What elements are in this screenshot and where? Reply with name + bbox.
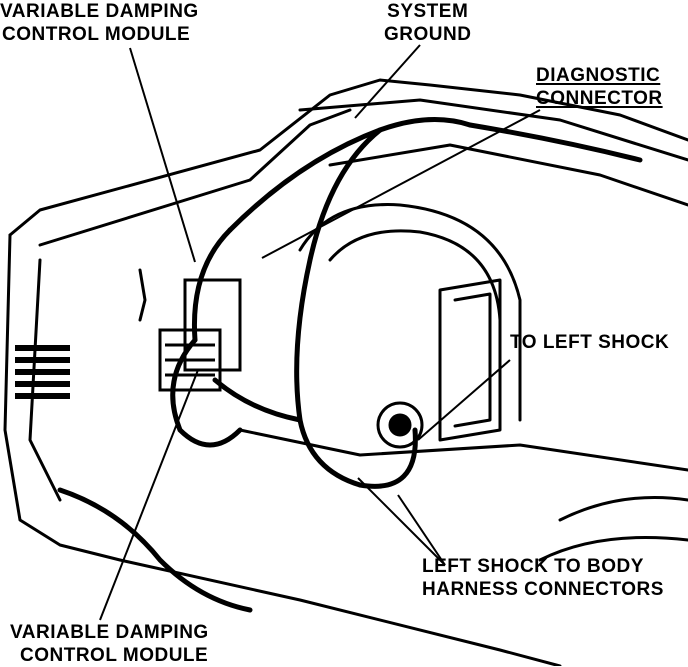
trunk-left-wall	[3, 233, 122, 562]
trunk-floor-edge	[118, 558, 562, 666]
left-shock-mount	[376, 401, 424, 449]
shock-plate-inner	[453, 292, 492, 428]
panel-bracket	[138, 268, 147, 322]
leader-vdcm-top	[129, 47, 196, 263]
leader-to-left-shock	[417, 359, 511, 441]
label-harness-line1: LEFT SHOCK TO BODY	[422, 556, 644, 577]
label-left-shock-harness: LEFT SHOCK TO BODY HARNESS CONNECTORS	[422, 555, 664, 601]
leader-vdcm-bottom	[99, 369, 199, 621]
label-to-left-shock: TO LEFT SHOCK	[510, 332, 670, 353]
trunk-inner-lip	[38, 108, 352, 247]
trunk-opening-outline	[8, 78, 688, 237]
wheelwell-arch	[298, 203, 522, 422]
vent-grille	[15, 345, 70, 399]
label-vdcm-top-line1: VARIABLE DAMPING	[0, 1, 199, 22]
leader-system-ground	[354, 44, 421, 119]
floor-rear-line	[238, 428, 688, 472]
label-harness-line2: HARNESS CONNECTORS	[422, 579, 664, 600]
spare-tire-well-2	[538, 536, 688, 562]
wiring-harness	[57, 117, 643, 613]
shock-plate	[438, 278, 502, 442]
label-diagnostic-line1: DIAGNOSTIC	[536, 65, 661, 86]
side-panel-line	[28, 258, 62, 502]
leader-diagnostic-connector	[261, 109, 541, 259]
label-vdcm-bottom: VARIABLE DAMPING CONTROL MODULE	[10, 621, 209, 667]
label-vdcm-top: VARIABLE DAMPING CONTROL MODULE	[0, 0, 199, 46]
spare-tire-well	[558, 496, 688, 522]
rear-shelf-edge	[298, 98, 688, 162]
label-vdcm-bottom-line2: CONTROL MODULE	[20, 645, 209, 666]
wheelwell-inner	[328, 229, 502, 322]
label-system-ground-line1: SYSTEM	[387, 1, 469, 22]
control-module-drawing	[158, 278, 242, 392]
label-vdcm-top-line2: CONTROL MODULE	[2, 24, 191, 45]
label-system-ground: SYSTEM GROUND	[384, 0, 471, 46]
leader-harness-1	[357, 477, 446, 566]
leader-lines	[99, 44, 541, 621]
label-vdcm-bottom-line1: VARIABLE DAMPING	[10, 622, 209, 643]
label-diagnostic-line2: CONNECTOR	[536, 88, 663, 109]
leader-harness-2	[397, 494, 446, 566]
rear-shelf-front	[328, 143, 688, 207]
label-diagnostic-connector: DIAGNOSTIC CONNECTOR	[536, 64, 663, 110]
label-system-ground-line2: GROUND	[384, 24, 472, 45]
